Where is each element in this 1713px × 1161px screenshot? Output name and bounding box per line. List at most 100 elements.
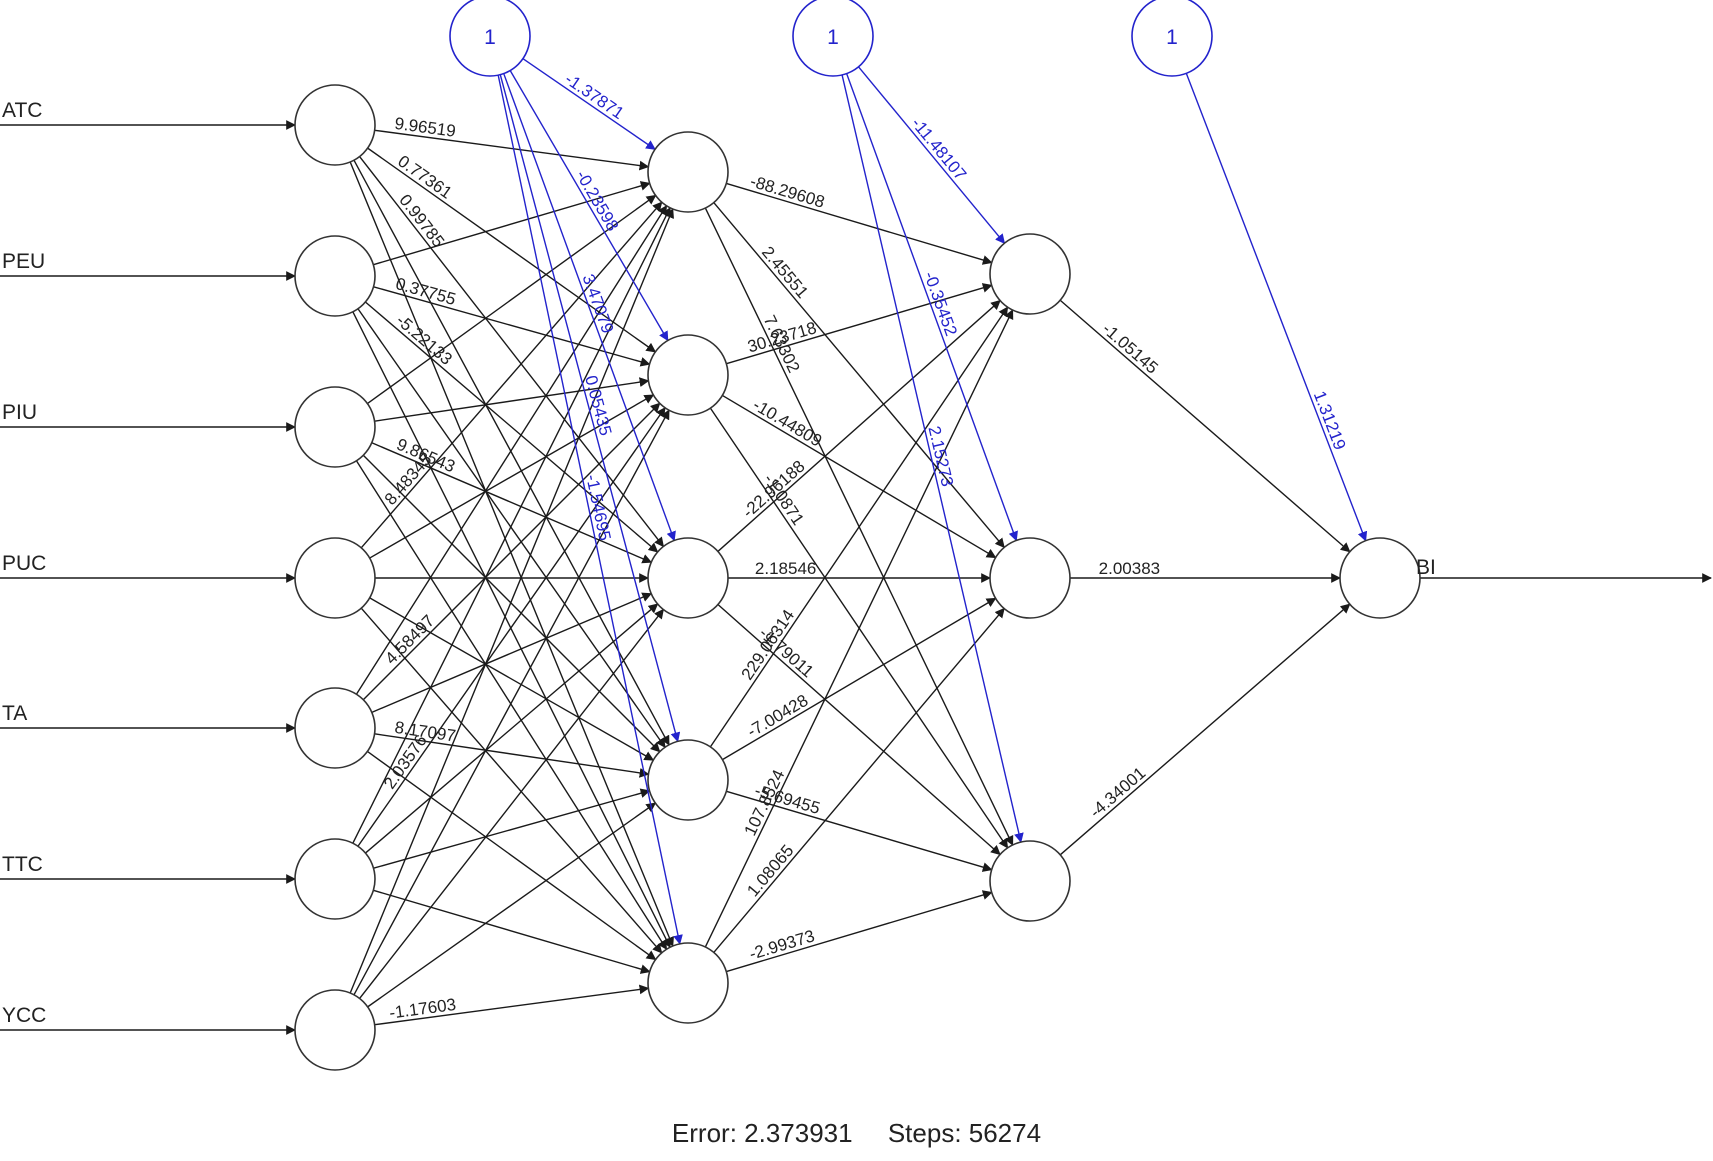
hidden2-node-3: [989, 840, 1071, 922]
weight-h2-1-out: 2.00383: [1099, 559, 1160, 578]
input-node-piu: [294, 386, 376, 468]
edge-in4-h1-0: [355, 204, 668, 695]
bias-weight-h1-0: -1.37871: [561, 69, 627, 123]
edge-h1-4-h2-2: [726, 890, 993, 973]
edge-in3-h1-0: [360, 201, 663, 549]
weight-in5-h1-1: 2.03576: [380, 731, 431, 792]
input-node-peu: [294, 235, 376, 317]
input-node-ycc: [294, 989, 376, 1071]
edge-in6-h1-0: [349, 208, 674, 994]
edge-in1-h1-1: [373, 286, 651, 367]
input-node-atc: [294, 84, 376, 166]
input-label-ttc: TTC: [2, 853, 43, 876]
hidden1-node-3: [647, 537, 729, 619]
edge-h1-2-h2-2: [717, 604, 1001, 856]
bias-node-1: [449, 0, 531, 77]
edge-h1-3-h2-1: [722, 597, 997, 761]
bias-edge-h1-3: [499, 74, 681, 743]
edge-in4-h1-4: [367, 750, 657, 961]
edge-h1-2-h2-0: [717, 299, 1001, 552]
edge-in2-h1-3: [362, 454, 661, 753]
edge-h1-0-h2-1: [713, 202, 1005, 549]
edge-in3-h1-1: [369, 394, 655, 559]
bias-edge-h2-1: [846, 73, 1018, 542]
weight-h1-3-h2-1: -7.00428: [744, 691, 811, 741]
hidden1-node-4: [647, 739, 729, 821]
bias-weight-out: 1.31219: [1310, 388, 1350, 452]
bias-weight-h2-0: -11.48107: [907, 114, 970, 184]
edge-in1-h1-3: [357, 308, 666, 749]
bias-edge-h1-1: [509, 70, 669, 342]
edge-in0-h1-3: [353, 159, 670, 746]
weight-h2-0-out: -1.05145: [1099, 319, 1162, 377]
edge-in5-h1-2: [364, 603, 659, 854]
edge-in5-h1-1: [357, 406, 666, 847]
edge-in5-h1-3: [373, 788, 651, 869]
input-label-peu: PEU: [2, 250, 45, 273]
bias-weight-h2-1: -0.35452: [920, 269, 961, 339]
edge-in5-h1-0: [352, 206, 671, 844]
neural-network-diagram: ATCPEUPIUPUCTATTCYCC9.965190.773610.9978…: [0, 0, 1712, 1071]
bias-edge-h1-0: [522, 58, 656, 150]
bias-edge-h1-4: [497, 75, 683, 945]
edge-in0-h1-0: [374, 129, 650, 171]
weight-h2-2-out: -4.34001: [1086, 763, 1149, 821]
edge-in3-h1-3: [369, 597, 655, 761]
input-node-puc: [294, 537, 376, 619]
bias-edge-out: [1185, 73, 1368, 542]
edge-in2-h1-4: [355, 460, 668, 951]
edge-in6-h1-1: [353, 409, 670, 996]
edge-h2-2-out: [1059, 603, 1351, 856]
edge-in2-h1-1: [374, 377, 650, 422]
edge-in1-h1-2: [364, 301, 659, 553]
hidden1-node-1: [647, 131, 729, 213]
bias-node-label-3: 1: [1166, 26, 1178, 49]
training-summary: Error: 2.373931 Steps: 56274: [0, 1118, 1713, 1149]
input-label-ta: TA: [2, 702, 27, 725]
bias-edge-h2-0: [857, 66, 1006, 244]
bias-edge-h2-2: [841, 74, 1024, 843]
edge-in6-h1-4: [374, 984, 650, 1026]
bias-node-label-1: 1: [484, 26, 496, 49]
edge-h1-4-h2-0: [704, 309, 1014, 948]
input-label-puc: PUC: [2, 552, 46, 575]
edge-in4-h1-3: [374, 733, 650, 778]
edge-in6-h1-3: [367, 802, 657, 1008]
weight-in4-h1-1: 4.58497: [381, 611, 438, 668]
edge-in2-h1-2: [371, 442, 653, 564]
edge-in3-h1-4: [360, 607, 663, 954]
edge-in1-h1-4: [352, 311, 671, 949]
edge-in0-h1-4: [349, 161, 674, 947]
weight-h1-2-h2-1: 2.18546: [755, 559, 816, 578]
hidden2-node-1: [989, 233, 1071, 315]
edge-h2-0-out: [1059, 299, 1351, 553]
edge-in4-h1-1: [362, 402, 661, 701]
edge-in1-h1-0: [373, 181, 651, 266]
nodes-layer: [294, 0, 1421, 1071]
hidden1-node-2: [647, 334, 729, 416]
input-label-ycc: YCC: [2, 1004, 46, 1027]
hidden2-node-2: [989, 537, 1071, 619]
edge-h1-1-h2-1: [722, 394, 997, 559]
input-node-ttc: [294, 838, 376, 920]
weight-in1-h1-1: 0.37755: [394, 274, 458, 309]
edge-h1-0-h2-0: [726, 182, 993, 265]
edge-h1-3-h2-2: [726, 790, 993, 872]
weight-h1-0-h2-0: -88.29608: [748, 172, 827, 212]
steps-readout: Steps: 56274: [887, 1118, 1042, 1148]
error-readout: Error: 2.373931: [671, 1118, 853, 1148]
edge-in0-h1-1: [367, 147, 657, 353]
input-node-ta: [294, 687, 376, 769]
edges-layer: [0, 58, 1712, 1035]
hidden1-node-5: [647, 942, 729, 1024]
input-label-piu: PIU: [2, 401, 37, 424]
edge-h1-1-h2-0: [726, 283, 993, 365]
edge-in4-h1-2: [371, 592, 653, 714]
output-label-bi: BI: [1416, 556, 1436, 579]
weight-h1-4-h2-2: -2.99373: [747, 926, 817, 963]
bias-edge-h1-2: [503, 73, 676, 542]
edge-h1-4-h2-1: [713, 607, 1005, 953]
output-node: [1339, 537, 1421, 619]
bias-node-label-2: 1: [827, 26, 839, 49]
weight-in1-h1-2: -5.22133: [392, 311, 455, 369]
